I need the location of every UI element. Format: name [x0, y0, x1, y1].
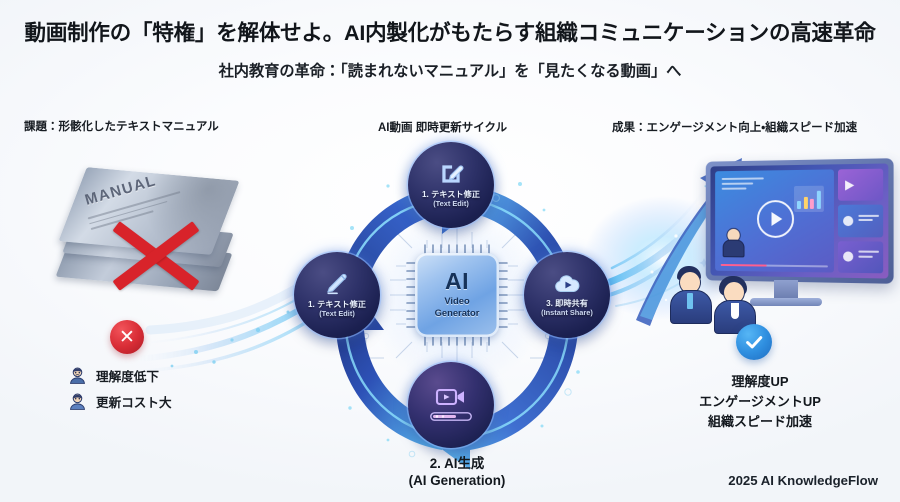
- page-subtitle: 社内教育の革命：「読まれないマニュアル」を「見たくなる動画」へ: [218, 63, 682, 80]
- section-caption-cycle: AI動画 即時更新サイクル: [378, 122, 508, 134]
- list-item-label: 理解度低下: [96, 370, 159, 384]
- result-list: 理解度UP エンゲージメントUP 組織スピード加速: [620, 372, 900, 431]
- ai-chip-line1: AI: [445, 268, 469, 295]
- cycle-node-text-edit-top[interactable]: 1. テキスト修正 (Text Edit): [408, 142, 494, 228]
- cloud-play-icon: [553, 272, 581, 296]
- manual-book-stack: MANUAL: [54, 160, 264, 320]
- mini-bar-chart: [794, 185, 824, 213]
- red-cross-icon: [106, 212, 200, 296]
- video-camera-icon: [430, 386, 472, 421]
- avatar: [668, 266, 714, 324]
- cycle-node-ai-generation[interactable]: [408, 362, 494, 448]
- cross-icon: ✕: [110, 320, 144, 354]
- check-circle-icon: [736, 324, 772, 360]
- cycle-node-text-edit-left[interactable]: 1. テキスト修正 (Text Edit): [294, 252, 380, 338]
- list-item: 更新コスト大: [68, 392, 172, 411]
- list-item: 組織スピード加速: [707, 413, 812, 429]
- cycle-node-label: 1. テキスト修正: [422, 190, 480, 200]
- page-title: 動画制作の「特権」を解体せよ。AI内製化がもたらす組織コミュニケーションの高速革…: [24, 21, 876, 45]
- side-card-video[interactable]: [838, 168, 884, 202]
- side-card-list[interactable]: [838, 240, 884, 274]
- monitor-stand: [774, 280, 798, 300]
- monitor-stand-base: [750, 298, 822, 306]
- cycle-node-sublabel: (Text Edit): [319, 308, 355, 318]
- cycle-node-sublabel: (Text Edit): [433, 198, 469, 208]
- cycle-diagram: AI Video Generator 1. テキスト修正 (Text Edit): [292, 140, 622, 488]
- list-item: 理解度低下: [68, 366, 172, 385]
- person-icon: [69, 393, 86, 410]
- problem-list: 理解度低下 更新コスト大: [68, 366, 172, 418]
- video-side-panel: [838, 168, 884, 274]
- play-button-icon[interactable]: [756, 199, 795, 238]
- ai-chip-line3: Generator: [434, 306, 480, 318]
- person-confused-icon: [69, 367, 86, 384]
- cycle-bottom-caption-line1: 2. AI生成: [429, 456, 485, 471]
- side-card-profile[interactable]: [838, 204, 884, 238]
- video-player-panel: [715, 169, 834, 273]
- section-caption-problem: 課題：形骸化したテキストマニュアル: [24, 121, 219, 133]
- cycle-node-sublabel: (Instant Share): [541, 307, 593, 317]
- list-item: エンゲージメントUP: [699, 393, 821, 409]
- cycle-bottom-caption-line2: (AI Generation): [408, 473, 506, 488]
- list-item: 理解度UP: [731, 374, 789, 389]
- cycle-node-instant-share[interactable]: 3. 即時共有 (Instant Share): [524, 252, 610, 338]
- ai-chip-line2: Video: [444, 295, 470, 307]
- check-glyph: [746, 336, 763, 349]
- chip-pins: [406, 244, 508, 346]
- cycle-bottom-caption: 2. AI生成 (AI Generation): [292, 452, 622, 488]
- section-caption-result: 成果：エンゲージメント向上・組織スピード加速: [612, 122, 858, 134]
- viewer-avatars: [668, 262, 778, 334]
- cross-glyph: ✕: [119, 326, 135, 348]
- edit-square-icon: [438, 161, 464, 187]
- list-item-label: 更新コスト大: [96, 396, 172, 410]
- result-section: 理解度UP エンゲージメントUP 組織スピード加速: [620, 140, 900, 470]
- ai-chip-face: AI Video Generator: [415, 253, 499, 337]
- header: 動画制作の「特権」を解体せよ。AI内製化がもたらす組織コミュニケーションの高速革…: [0, 0, 900, 81]
- presenter-avatar: [722, 227, 745, 258]
- cycle-node-label: 3. 即時共有: [546, 299, 588, 309]
- problem-section: MANUAL ✕ 理解度低下: [42, 160, 292, 460]
- ai-chip: AI Video Generator: [405, 243, 509, 347]
- pencil-icon: [324, 271, 350, 297]
- footer-credit: 2025 AI KnowledgeFlow: [728, 473, 878, 488]
- cycle-node-label: 1. テキスト修正: [308, 300, 366, 310]
- caption-lines: [721, 177, 764, 192]
